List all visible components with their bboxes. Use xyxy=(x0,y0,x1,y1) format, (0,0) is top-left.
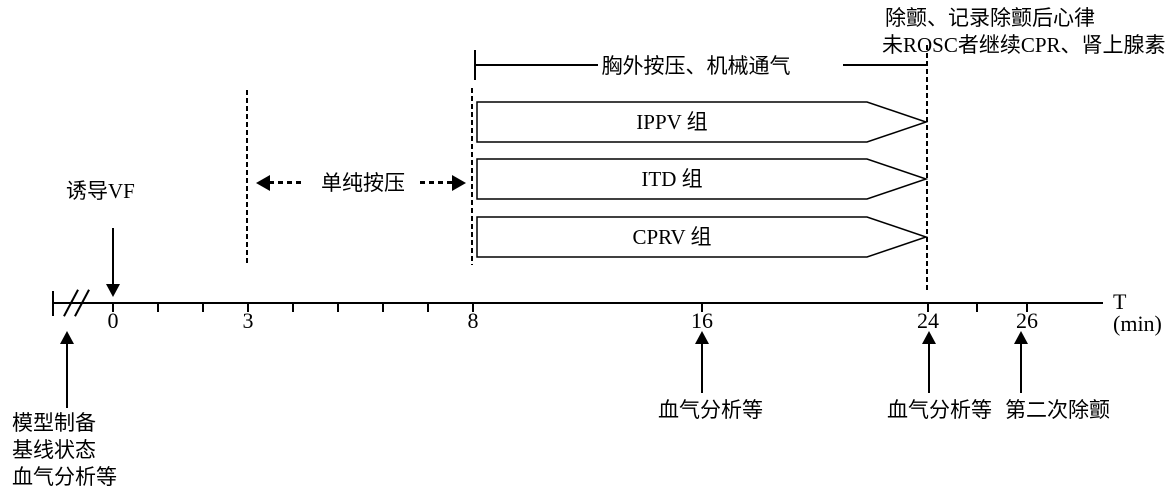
cpr-vent-bracket-left-tick xyxy=(474,50,476,80)
axis-start-cap xyxy=(52,291,54,316)
baseline-arrow-shaft xyxy=(66,344,68,408)
tick-label-0: 0 xyxy=(107,308,119,333)
dashed-line-8min xyxy=(471,88,473,265)
group-arrow-shape xyxy=(476,101,928,143)
compression-only-right-arrow-shaft xyxy=(420,181,453,184)
tick-minor xyxy=(202,303,204,312)
tick-label-8: 8 xyxy=(467,308,479,333)
tick-label-3: 3 xyxy=(242,308,254,333)
induce-vf-label: 诱导VF xyxy=(66,179,135,203)
event-16-arrowhead-icon xyxy=(695,331,709,344)
tick-3min xyxy=(247,303,249,312)
defib-note-line-2: 未ROSC者继续CPR、肾上腺素 xyxy=(882,33,1166,57)
compression-only-left-arrowhead-icon xyxy=(256,175,270,191)
tick-26min xyxy=(1026,303,1028,312)
tick-minor xyxy=(157,303,159,312)
event-26-arrowhead-icon xyxy=(1014,331,1028,344)
event-24-arrow-shaft xyxy=(928,344,930,393)
tick-16min xyxy=(701,303,703,312)
event-16-arrow-shaft xyxy=(701,344,703,393)
baseline-label-line-2: 基线状态 xyxy=(12,438,96,462)
tick-minor xyxy=(337,303,339,312)
tick-label-16: 16 xyxy=(691,308,713,333)
dashed-line-3min xyxy=(246,90,248,263)
dashed-line-24min xyxy=(926,45,928,293)
cpr-vent-bracket-line-right xyxy=(843,64,927,66)
group-label-cprv: CPRV 组 xyxy=(632,225,712,249)
baseline-arrowhead-icon xyxy=(60,331,74,344)
cpr-vent-bracket-line-left xyxy=(476,64,598,66)
tick-minor xyxy=(292,303,294,312)
group-label-itd: ITD 组 xyxy=(641,167,703,191)
compression-only-left-arrow-shaft xyxy=(269,181,304,184)
tick-0min xyxy=(112,303,114,312)
event-26-arrow-shaft xyxy=(1020,344,1022,393)
group-arrow-shape xyxy=(476,216,928,258)
tick-label-26: 26 xyxy=(1016,308,1038,333)
timeline-axis xyxy=(52,302,1103,304)
induce-vf-arrow-shaft xyxy=(112,228,114,285)
compression-only-label: 单纯按压 xyxy=(321,171,405,195)
axis-label: T (min) xyxy=(1113,289,1162,336)
group-box-cprv: CPRV 组 xyxy=(476,216,928,258)
group-label-ippv: IPPV 组 xyxy=(636,110,708,134)
baseline-label-line-1: 模型制备 xyxy=(12,411,96,435)
tick-8min xyxy=(472,303,474,312)
tick-label-24: 24 xyxy=(917,308,939,333)
group-box-ippv: IPPV 组 xyxy=(476,101,928,143)
event-24-arrowhead-icon xyxy=(922,331,936,344)
tick-minor xyxy=(427,303,429,312)
event-16-label: 血气分析等 xyxy=(658,398,763,422)
event-24-label: 血气分析等 xyxy=(887,398,992,422)
induce-vf-arrowhead-icon xyxy=(106,284,120,297)
compression-only-right-arrowhead-icon xyxy=(452,175,466,191)
tick-minor xyxy=(382,303,384,312)
cpr-vent-bracket-label: 胸外按压、机械通气 xyxy=(601,54,791,78)
tick-minor xyxy=(976,303,978,312)
baseline-label-line-3: 血气分析等 xyxy=(12,465,117,489)
event-26-label: 第二次除颤 xyxy=(1005,398,1110,422)
defib-note-line-1: 除颤、记录除颤后心律 xyxy=(885,6,1095,30)
group-box-itd: ITD 组 xyxy=(476,158,928,200)
tick-24min xyxy=(927,303,929,312)
group-arrow-shape xyxy=(476,158,928,200)
